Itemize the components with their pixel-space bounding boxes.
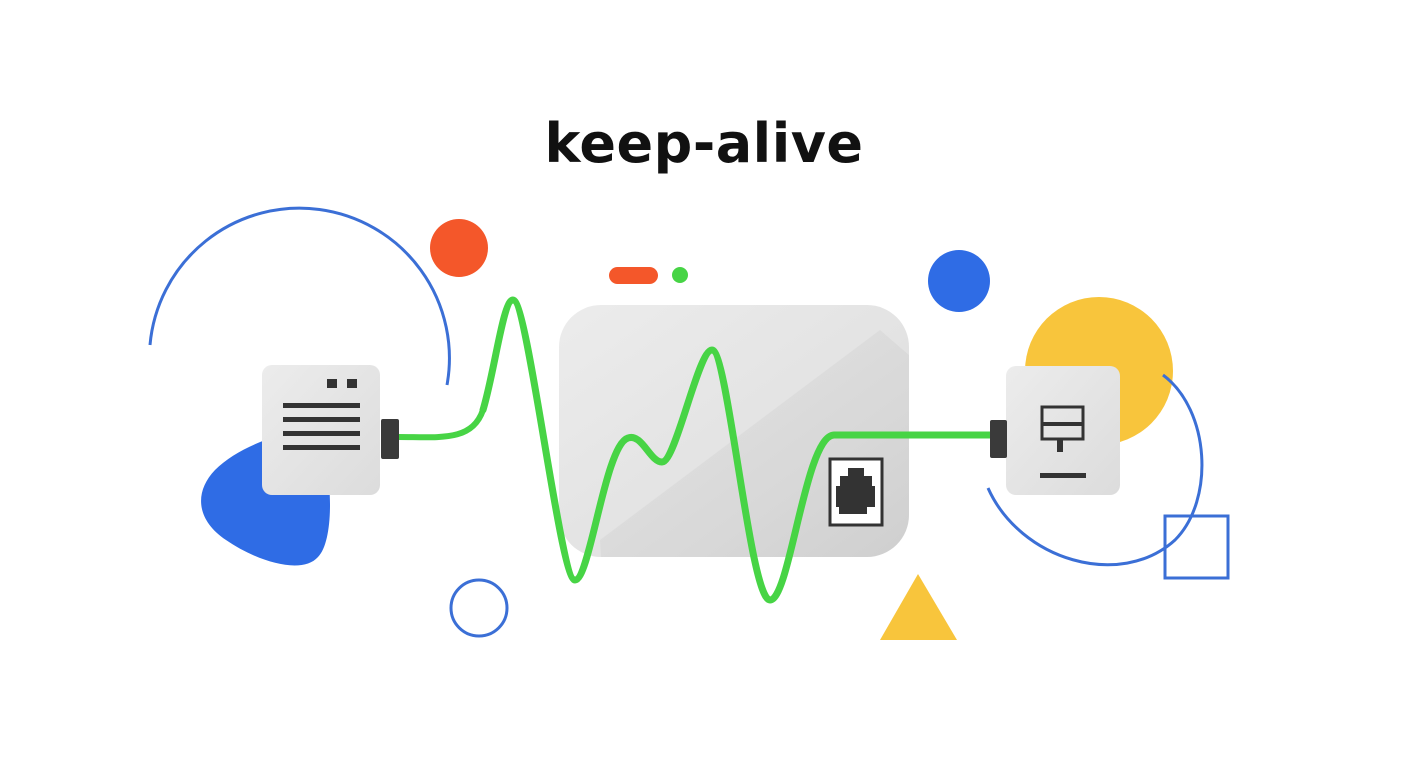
blue-ring-small xyxy=(449,578,509,638)
keep-alive-signal-wave xyxy=(479,296,994,604)
blue-dot xyxy=(928,250,990,312)
left-cable xyxy=(395,407,486,441)
arc-left-decoration xyxy=(148,206,451,386)
page-title: keep-alive xyxy=(544,112,864,175)
left-device-box xyxy=(262,365,399,495)
document-lines-icon xyxy=(283,379,360,450)
orange-dot xyxy=(430,219,488,277)
orange-pill xyxy=(609,267,658,284)
yellow-triangle xyxy=(880,574,957,640)
green-dot xyxy=(672,267,688,283)
right-device-box xyxy=(990,366,1120,495)
blue-square-outline xyxy=(1163,514,1230,580)
monitor-icon xyxy=(1040,405,1086,478)
arc-right-decoration xyxy=(986,373,1204,567)
ethernet-port-icon xyxy=(828,457,884,527)
